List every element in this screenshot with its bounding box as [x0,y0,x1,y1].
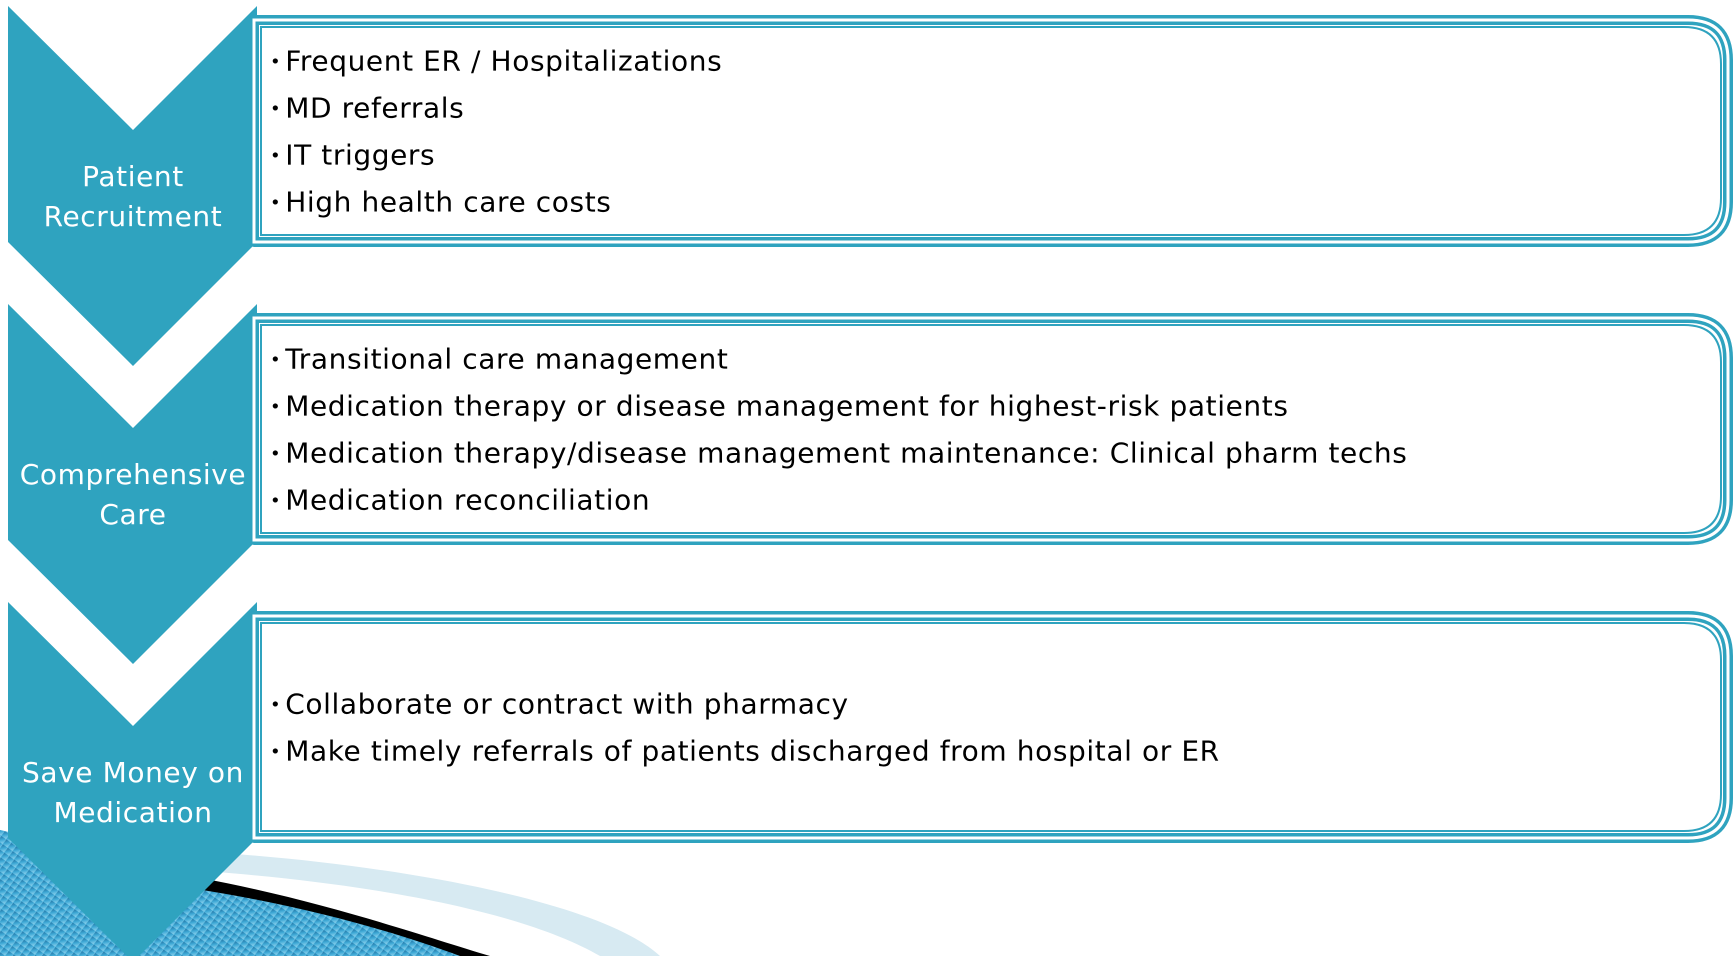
chevron-stage-1 [8,6,257,366]
stage-panel-inner-border [260,324,1722,534]
panel-column: •Frequent ER / Hospitalizations •MD refer… [249,15,1733,843]
stage-panel-inner-rule [252,18,1730,244]
chevron-column: PatientRecruitmentComprehensiveCareSave … [8,6,257,956]
stage-label-line: Comprehensive [20,458,247,491]
bullet-item: •Collaborate or contract with pharmacy [270,688,849,721]
stage-label-line: Patient [82,160,184,193]
bullet-item: •Medication reconciliation [270,484,650,517]
stage-label-line: Medication [53,796,212,829]
bullet-item: •Medication therapy/disease management m… [270,437,1407,470]
bullet-item: •Medication therapy or disease managemen… [270,390,1289,423]
bullet-item: •Frequent ER / Hospitalizations [270,45,722,78]
bullet-item: •Make timely referrals of patients disch… [270,735,1220,768]
chevron-stage-2 [8,304,257,664]
stage-panel-3 [249,611,1733,843]
bullet-item: •IT triggers [270,139,435,172]
stage-label-line: Save Money on [22,756,244,789]
stage-panel-inner-rule [252,316,1730,542]
bullet-item: •MD referrals [270,92,464,125]
bullet-item: •High health care costs [270,186,611,219]
stage-label-line: Recruitment [44,200,223,233]
stage-panel-inner-rule [252,614,1730,840]
stage-panel-inner-border [260,26,1722,236]
bullet-item: •Transitional care management [270,343,728,376]
stage-label-line: Care [99,498,166,531]
chevron-stage-3 [8,602,257,956]
stage-panel-inner-border [260,622,1722,832]
